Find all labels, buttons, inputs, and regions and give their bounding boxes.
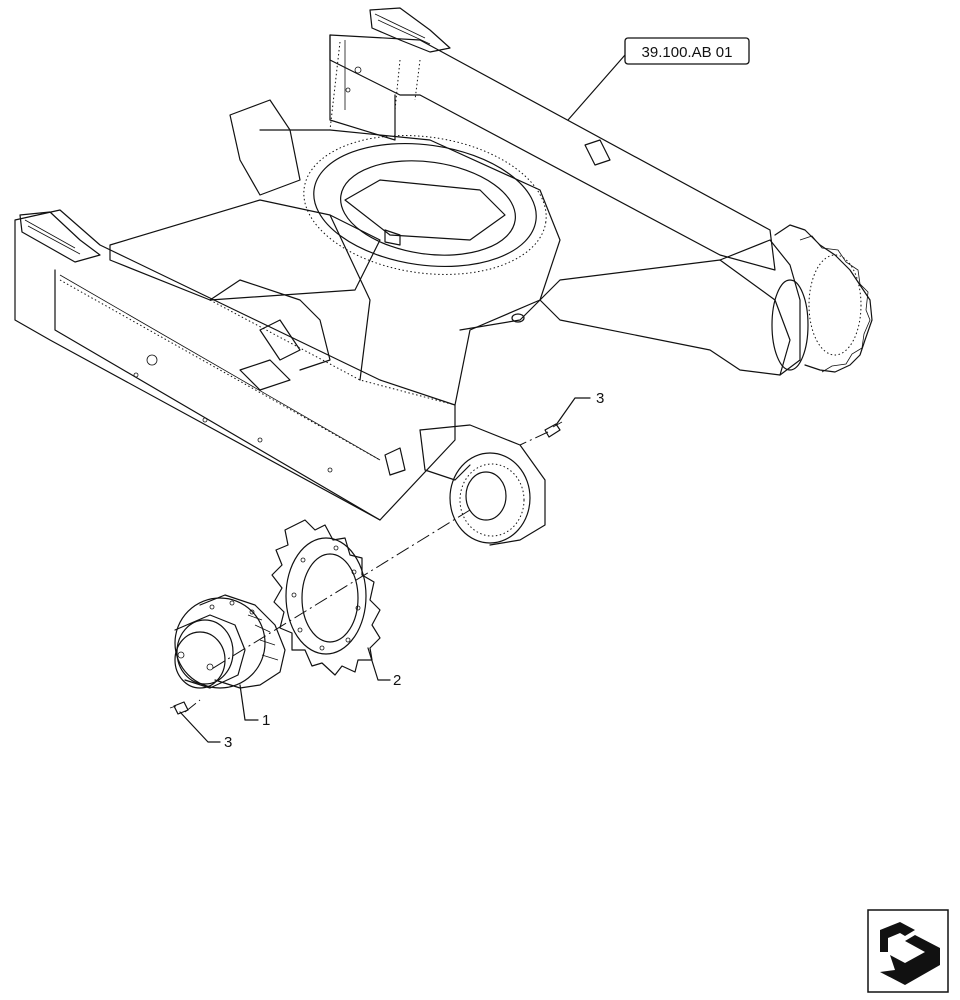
reference-box[interactable]: 39.100.AB 01 — [624, 37, 750, 65]
assembly-centerline — [209, 509, 471, 671]
bolt-part-bottom — [169, 701, 189, 715]
page-back-arrow-icon[interactable] — [867, 909, 949, 993]
sprocket-part — [271, 519, 381, 676]
bolt-part-top — [544, 421, 563, 438]
bolt-centerline-top — [519, 431, 549, 446]
callout-3-top: 3 — [596, 390, 604, 407]
final-drive-motor-part — [174, 594, 286, 689]
callout-1: 1 — [262, 712, 270, 729]
leader-lines — [179, 54, 626, 743]
undercarriage-frame — [14, 7, 873, 546]
callout-2: 2 — [393, 672, 401, 689]
callout-3-bottom: 3 — [224, 734, 232, 751]
reference-label: 39.100.AB 01 — [642, 44, 733, 61]
